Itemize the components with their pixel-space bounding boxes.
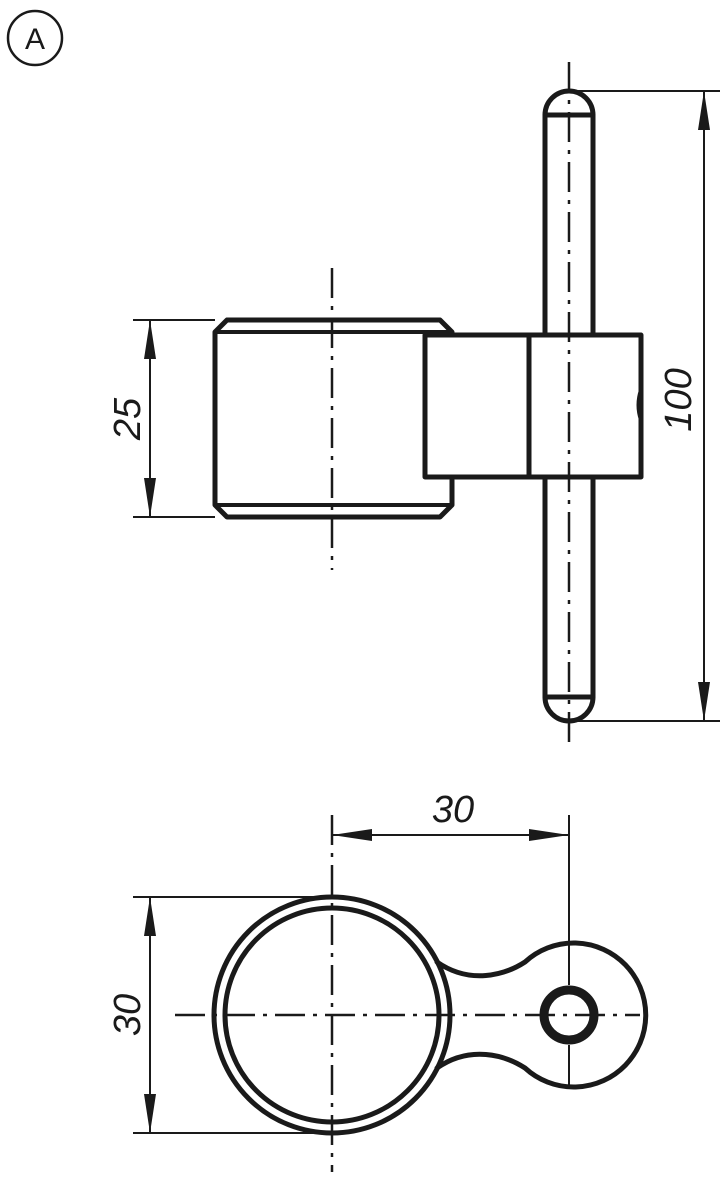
- dimension-text: 30: [432, 789, 474, 831]
- lobe-outline: [434, 940, 649, 1090]
- arrow-right-icon: [529, 829, 569, 841]
- arrow-up-icon: [144, 320, 156, 359]
- top-view: 30 30: [107, 789, 649, 1172]
- hub-outline: [422, 332, 644, 480]
- threaded-body-outline: [212, 317, 455, 520]
- break-mark: [636, 389, 643, 421]
- threaded-body: [212, 317, 455, 520]
- dimension-text: 100: [658, 368, 700, 431]
- arrow-left-icon: [332, 829, 372, 841]
- dimension-text: 30: [107, 994, 149, 1036]
- dimension-pin-length: 100: [569, 90, 720, 722]
- dimension-text: 25: [107, 397, 149, 441]
- view-label: A: [6, 9, 64, 67]
- arrow-down-icon: [144, 478, 156, 517]
- hub-block: [422, 332, 644, 480]
- dimension-ring-diameter: 30: [107, 896, 332, 1134]
- arrow-down-icon: [144, 1094, 156, 1133]
- arrow-up-icon: [698, 91, 710, 130]
- view-label-text: A: [25, 23, 45, 56]
- dimension-center-distance: 30: [332, 789, 569, 841]
- dimension-body-height: 25: [107, 319, 215, 518]
- front-view: 25 100: [107, 62, 720, 750]
- view-label-circle: [6, 9, 64, 67]
- arrow-up-icon: [144, 897, 156, 936]
- arrow-down-icon: [698, 682, 710, 721]
